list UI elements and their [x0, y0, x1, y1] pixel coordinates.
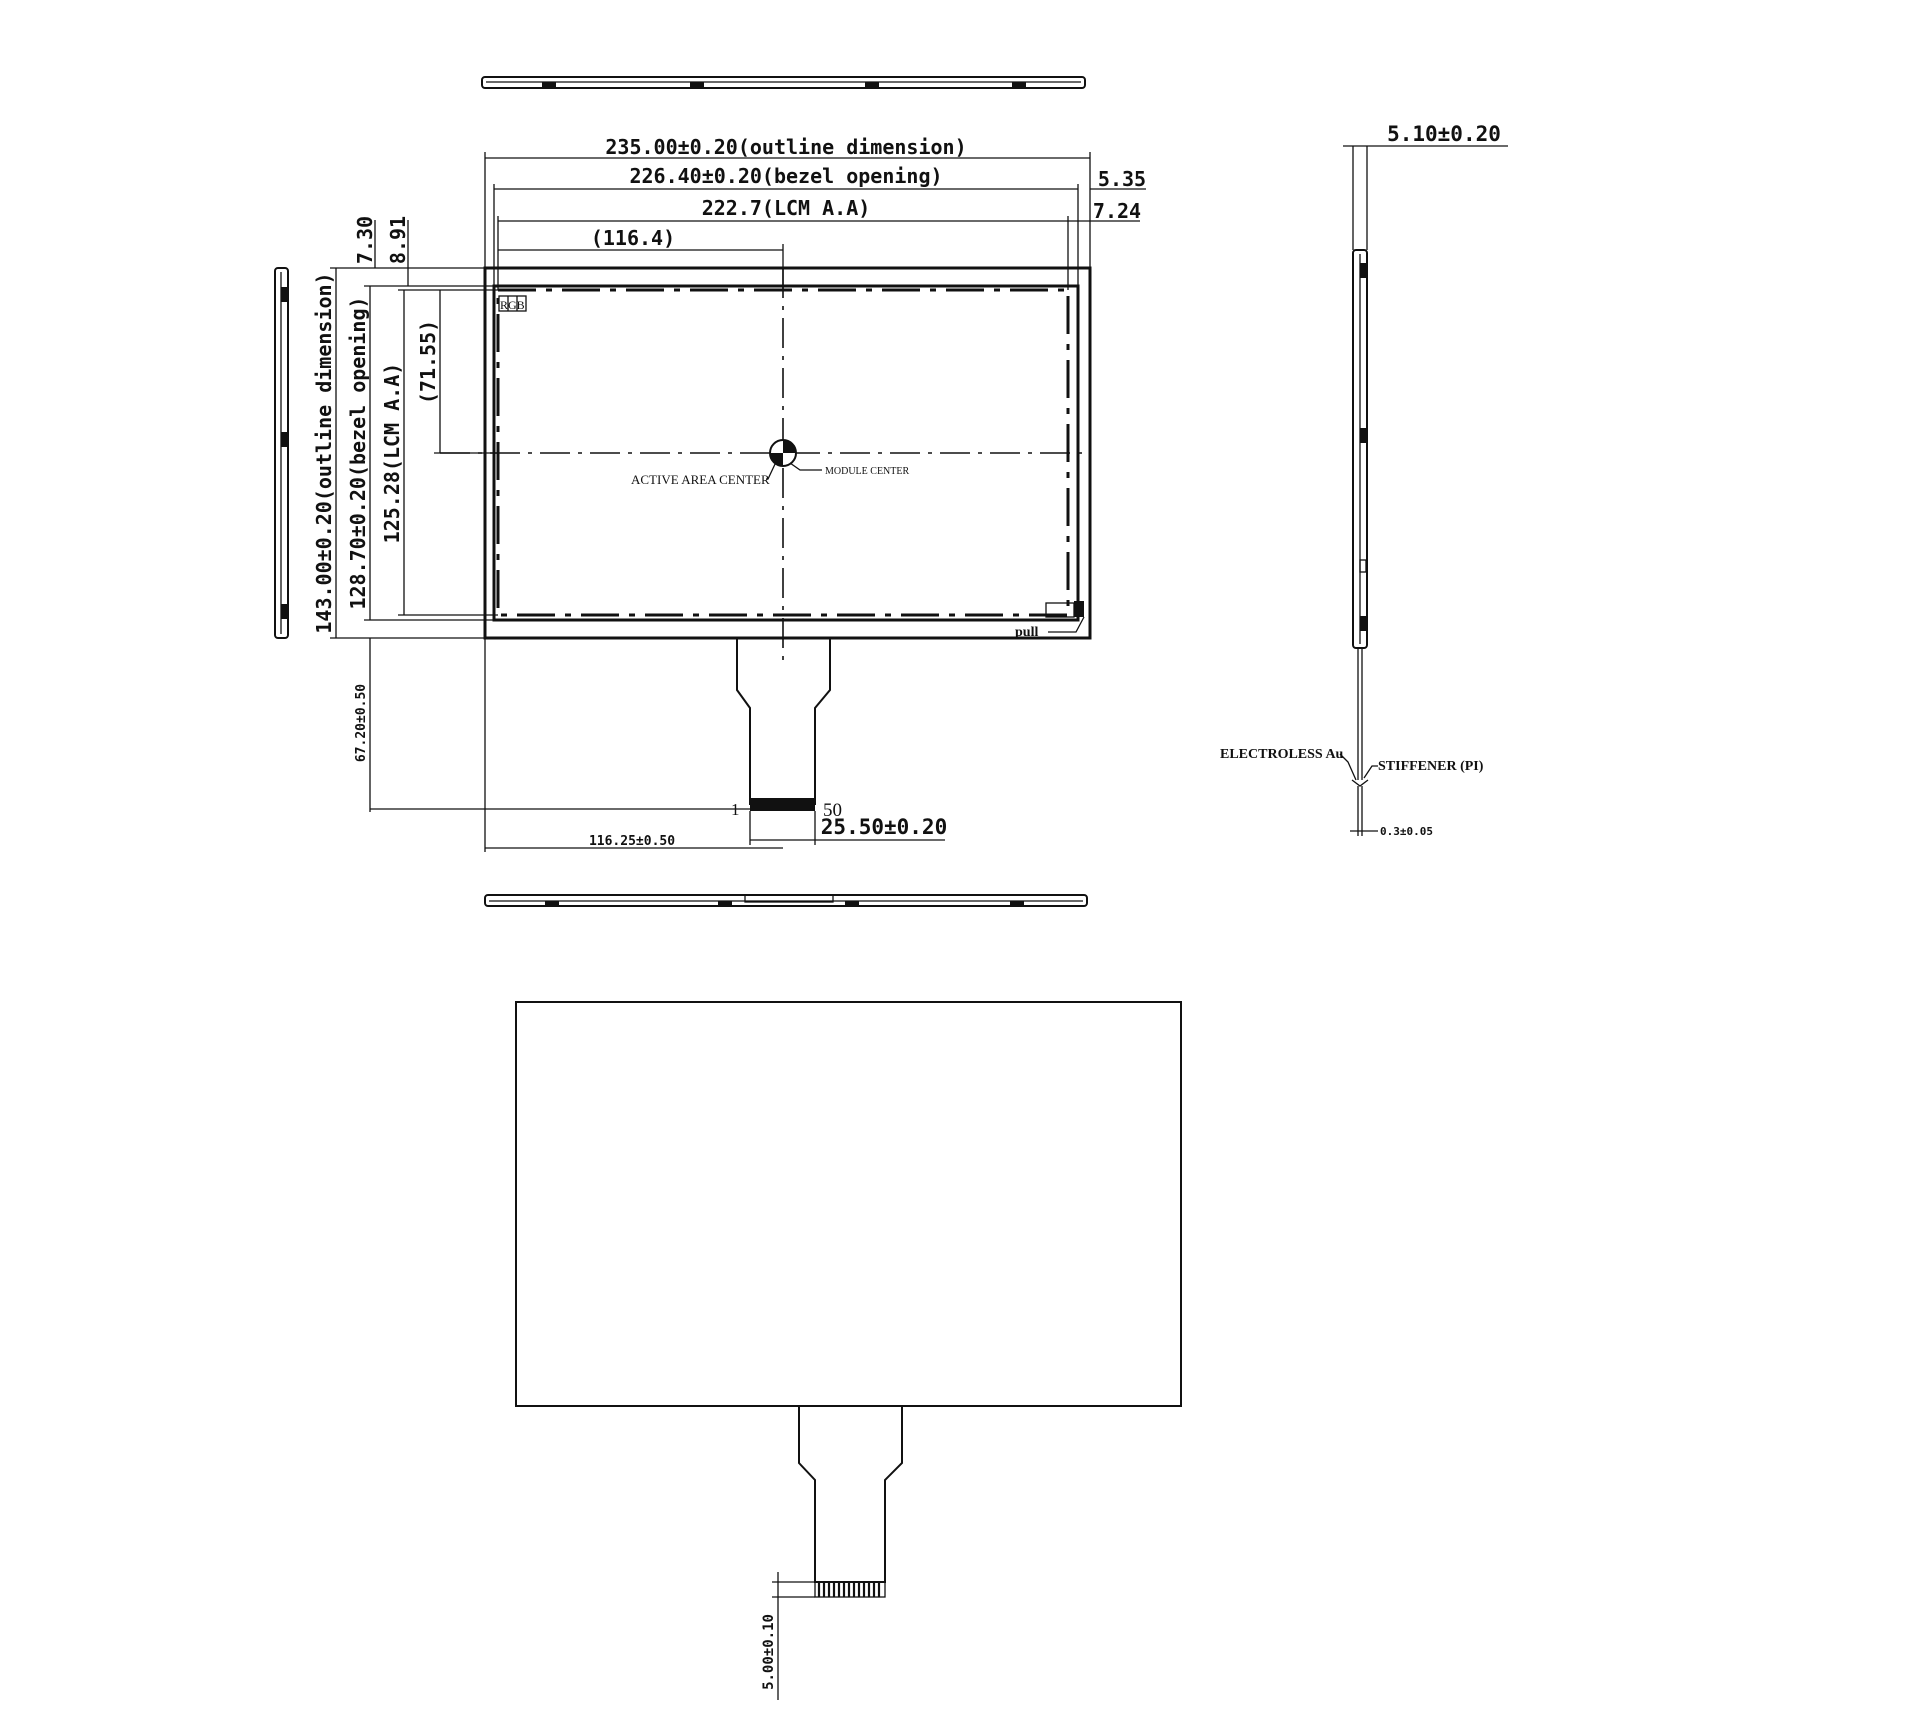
rear-fpc-contacts	[817, 1582, 881, 1597]
electroless-label: ELECTROLESS Au	[1220, 747, 1344, 762]
stiffener-label: STIFFENER (PI)	[1378, 759, 1484, 774]
outline-width-dim: 235.00±0.20(outline dimension)	[605, 135, 966, 159]
stiffener-length-dim: 5.00±0.10	[761, 1614, 777, 1690]
aa-half-height-dim: (71.55)	[416, 320, 440, 404]
left-side-view	[274, 267, 289, 639]
top-7-30-dim: 7.30	[353, 216, 377, 264]
bezel-height-dim: 128.70±0.20(bezel opening)	[346, 296, 370, 609]
right-side-view: 5.10±0.20 ELECTROLESS Au STIFFENER (PI) …	[1220, 122, 1508, 838]
pull-label: pull	[1015, 625, 1038, 640]
top-8-91-dim: 8.91	[386, 216, 410, 264]
aa-width-dim: 222.7(LCM A.A)	[702, 196, 871, 220]
front-view: RGB ACTIVE AREA CENTER MODULE CENTER pul…	[440, 266, 1092, 821]
right-5-35-dim: 5.35	[1098, 167, 1146, 191]
fpc-pitch-width-dim: 25.50±0.20	[821, 815, 947, 839]
module-center-label: MODULE CENTER	[825, 466, 909, 477]
outline-height-dim: 143.00±0.20(outline dimension)	[312, 272, 336, 633]
top-side-view	[481, 76, 1086, 89]
aa-half-width-dim: (116.4)	[591, 226, 675, 250]
horizontal-dimensions: 235.00±0.20(outline dimension) 226.40±0.…	[484, 135, 1146, 290]
fpc-thickness-dim: 0.3±0.05	[1380, 825, 1433, 838]
thickness-dim: 5.10±0.20	[1387, 122, 1501, 146]
fpc-length-dim: 67.20±0.50	[354, 684, 369, 762]
vertical-dimensions: 143.00±0.20(outline dimension) 128.70±0.…	[312, 216, 498, 639]
rear-view: 5.00±0.10	[515, 1001, 1182, 1700]
rgb-label: RGB	[500, 298, 525, 312]
module-center-symbol	[769, 439, 797, 467]
bezel-width-dim: 226.40±0.20(bezel opening)	[629, 164, 942, 188]
bottom-side-view	[484, 894, 1088, 907]
right-7-24-dim: 7.24	[1093, 199, 1141, 223]
active-area-center-label: ACTIVE AREA CENTER	[631, 472, 770, 487]
fpc-dimensions: 67.20±0.50 116.25±0.50 25.50±0.20	[354, 638, 947, 852]
fpc-offset-dim: 116.25±0.50	[589, 834, 675, 849]
aa-height-dim: 125.28(LCM A.A)	[380, 363, 404, 544]
pin-last-label: 50	[823, 800, 842, 821]
